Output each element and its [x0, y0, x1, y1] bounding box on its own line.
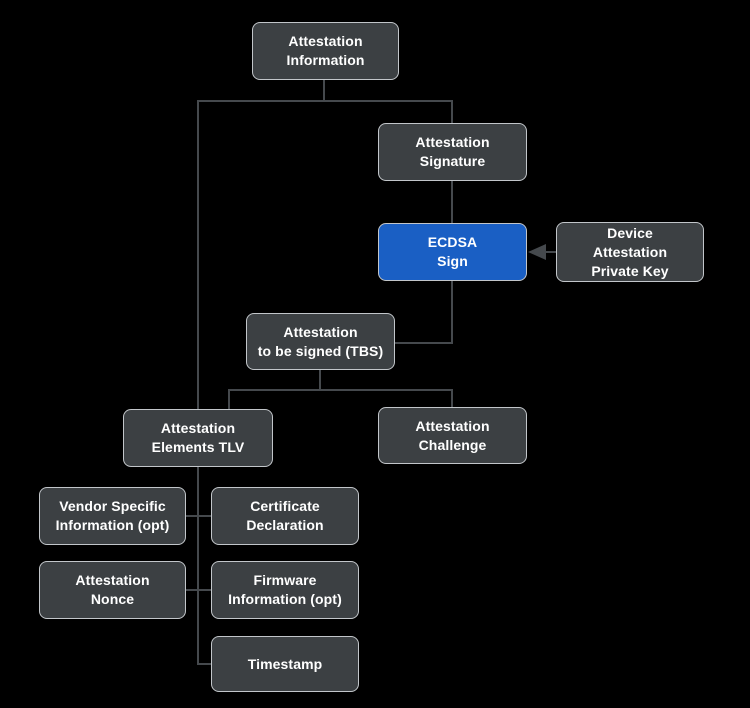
node-label: Vendor Specific Information (opt) [55, 498, 170, 533]
node-attestation-tbs: Attestation to be signed (TBS) [246, 313, 395, 370]
node-label: Attestation Nonce [75, 572, 150, 607]
connector-tbs-split-horizontal [228, 389, 453, 391]
connector-signature-to-ecdsa [451, 181, 453, 223]
connector-stub-timestamp [197, 663, 212, 665]
node-attestation-nonce: Attestation Nonce [39, 561, 186, 619]
node-firmware-information: Firmware Information (opt) [211, 561, 359, 619]
node-timestamp: Timestamp [211, 636, 359, 692]
node-label: Attestation Challenge [415, 417, 490, 453]
node-ecdsa-sign: ECDSA Sign [378, 223, 527, 281]
node-label: Attestation Elements TLV [151, 420, 245, 455]
node-label: Certificate Declaration [246, 498, 324, 533]
connector-ecdsa-to-tbs [394, 342, 453, 344]
arrowhead-left-icon [528, 244, 546, 260]
node-vendor-specific-information: Vendor Specific Information (opt) [39, 487, 186, 545]
node-certificate-declaration: Certificate Declaration [211, 487, 359, 545]
connector-signature-drop [451, 100, 453, 123]
connector-info-split-horizontal [197, 100, 453, 102]
connector-challenge-drop [451, 389, 453, 408]
connector-left-trunk [197, 100, 199, 664]
connector-tbs-drop [319, 367, 321, 391]
node-label: Attestation to be signed (TBS) [257, 323, 384, 359]
connector-privatekey-to-ecdsa [543, 251, 556, 253]
node-device-attestation-private-key: Device Attestation Private Key [556, 222, 704, 282]
node-label: Timestamp [247, 655, 323, 672]
node-attestation-signature: Attestation Signature [378, 123, 527, 181]
connector-ecdsa-down [451, 281, 453, 344]
node-label: Attestation Information [286, 33, 365, 68]
connector-elements-drop [228, 389, 230, 410]
node-attestation-information: Attestation Information [252, 22, 399, 80]
connector-stub-row1 [185, 515, 212, 517]
connector-info-drop [323, 80, 325, 102]
node-attestation-elements-tlv: Attestation Elements TLV [123, 409, 273, 467]
node-label: Firmware Information (opt) [228, 572, 342, 607]
node-label: Attestation Signature [415, 134, 490, 169]
node-label: Device Attestation Private Key [591, 224, 669, 279]
node-attestation-challenge: Attestation Challenge [378, 407, 527, 464]
node-label: ECDSA Sign [427, 234, 478, 269]
connector-stub-row2 [185, 589, 212, 591]
